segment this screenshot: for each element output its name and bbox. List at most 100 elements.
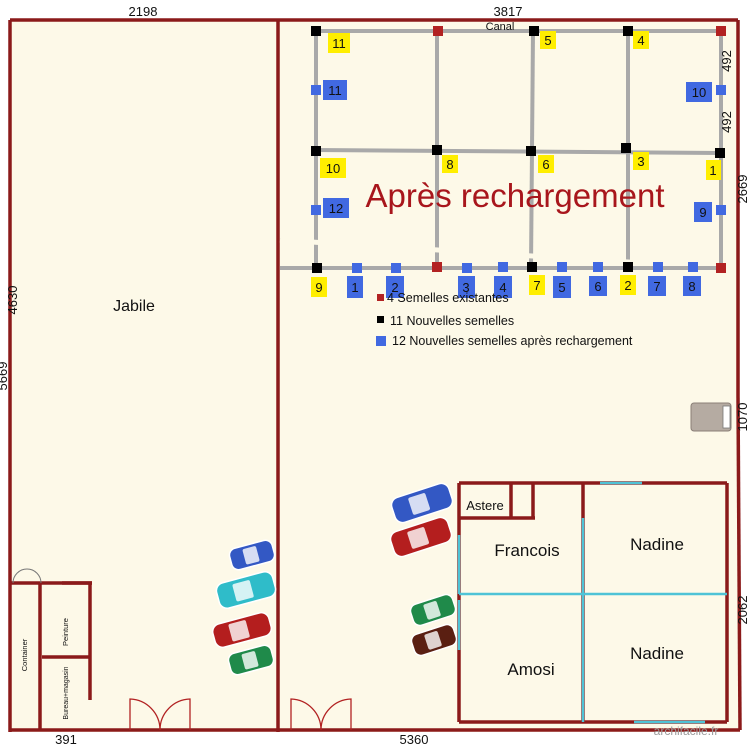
car-icon-red (211, 611, 273, 649)
dim-left-upper: 4630 (5, 286, 20, 315)
recharge-footing (557, 262, 567, 272)
dim-top-right: 3817 (494, 4, 523, 19)
dim-bottom-left: 391 (55, 732, 77, 747)
blue-tags: 11 10 12 9 1 2 3 4 5 6 7 8 (323, 80, 712, 298)
car-icon-red (389, 516, 453, 558)
car-icon-cyan (215, 570, 277, 610)
dim-top-left: 2198 (129, 4, 158, 19)
existing-footing (433, 26, 443, 36)
recharge-footing (653, 262, 663, 272)
recharge-footing (391, 263, 401, 273)
outer-walls (8, 18, 742, 732)
yellow-tags: 11 5 4 1 10 8 6 3 9 7 2 (311, 31, 721, 297)
car-icon-blue (390, 482, 454, 524)
new-footing (311, 26, 321, 36)
yellow-tag-label: 3 (637, 154, 644, 169)
room-nadine-top: Nadine (630, 535, 684, 554)
double-door-icon (290, 698, 352, 731)
container-door-icon (12, 568, 42, 584)
blue-tag-label: 3 (462, 280, 469, 295)
existing-footing (432, 262, 442, 272)
room-nadine-bottom: Nadine (630, 644, 684, 663)
yellow-tag-label: 10 (326, 161, 340, 176)
new-footing (623, 262, 633, 272)
yellow-tag-label: 4 (637, 33, 644, 48)
blue-posts (311, 85, 726, 273)
office-block (457, 481, 729, 724)
blue-tag-label: 10 (692, 85, 706, 100)
new-footing (529, 26, 539, 36)
new-footing (621, 143, 631, 153)
new-footing (715, 148, 725, 158)
blue-tag-label: 6 (594, 279, 601, 294)
blue-tag-label: 1 (351, 280, 358, 295)
yellow-tag-label: 7 (533, 278, 540, 293)
blue-tag-label: 7 (653, 279, 660, 294)
new-footing (623, 26, 633, 36)
existing-footing (716, 26, 726, 36)
dim-bottom-mid: 5360 (400, 732, 429, 747)
double-door-icon (129, 698, 191, 731)
storage-walls (10, 581, 92, 730)
yellow-tag-label: 11 (332, 36, 346, 51)
yellow-tag-label: 9 (315, 280, 322, 295)
new-footing (432, 145, 442, 155)
dim-right-d: 1070 (735, 403, 750, 432)
canal-label: Canal (486, 21, 515, 33)
recharge-footing (716, 205, 726, 215)
recharge-footing (498, 262, 508, 272)
car-icon-green (227, 644, 275, 676)
blue-tag-label: 4 (499, 280, 506, 295)
yellow-tag-label: 6 (542, 157, 549, 172)
recharge-footing (462, 263, 472, 273)
dim-right-e: 2062 (735, 596, 750, 625)
dim-left-lower: 5669 (0, 362, 10, 391)
yellow-tag-label: 2 (624, 278, 631, 293)
blue-tag-label: 5 (558, 280, 565, 295)
recharge-footing (311, 85, 321, 95)
legend-label-existing: 4 Semelles existantes (387, 291, 509, 305)
dim-right-a: 492 (719, 50, 734, 72)
blue-tag-label: 8 (688, 279, 695, 294)
dim-right-c: 2669 (735, 175, 750, 204)
room-astere: Astere (466, 498, 504, 513)
car-icon-blue (228, 539, 276, 571)
car-icon-green (409, 593, 457, 627)
room-bureau: Bureau+magasin (63, 666, 70, 719)
room-peinture: Peinture (61, 618, 70, 646)
new-footing (526, 146, 536, 156)
legend-swatch-new (377, 316, 384, 323)
room-jabile: Jabile (113, 298, 155, 315)
legend-label-recharge: 12 Nouvelles semelles après rechargement (392, 334, 633, 348)
recharge-footing (352, 263, 362, 273)
legend-swatch-existing (377, 294, 384, 301)
recharge-footing (716, 85, 726, 95)
room-francois: Francois (494, 541, 559, 560)
legend: 4 Semelles existantes 11 Nouvelles semel… (376, 291, 633, 348)
legend-swatch-recharge (376, 336, 386, 346)
red-posts (432, 26, 726, 273)
legend-label-new: 11 Nouvelles semelles (390, 314, 514, 328)
watermark: archifacile.fr (654, 724, 719, 738)
dim-right-b: 492 (719, 111, 734, 133)
room-amosi: Amosi (507, 660, 554, 679)
existing-footing (716, 263, 726, 273)
blue-tag-label: 9 (699, 205, 706, 220)
new-footing (527, 262, 537, 272)
blue-tag-label: 2 (391, 280, 398, 295)
yellow-tag-label: 8 (446, 157, 453, 172)
new-footing (311, 146, 321, 156)
blue-tag-label: 11 (328, 83, 342, 98)
plan-title: Après rechargement (366, 177, 665, 214)
room-container: Container (20, 638, 29, 671)
yellow-tag-label: 5 (544, 33, 551, 48)
truck-icon (690, 402, 732, 432)
blue-tag-label: 12 (329, 201, 343, 216)
new-footing (312, 263, 322, 273)
black-posts (311, 26, 725, 273)
recharge-footing (688, 262, 698, 272)
recharge-footing (593, 262, 603, 272)
car-icon-brown (410, 623, 458, 657)
recharge-footing (311, 205, 321, 215)
